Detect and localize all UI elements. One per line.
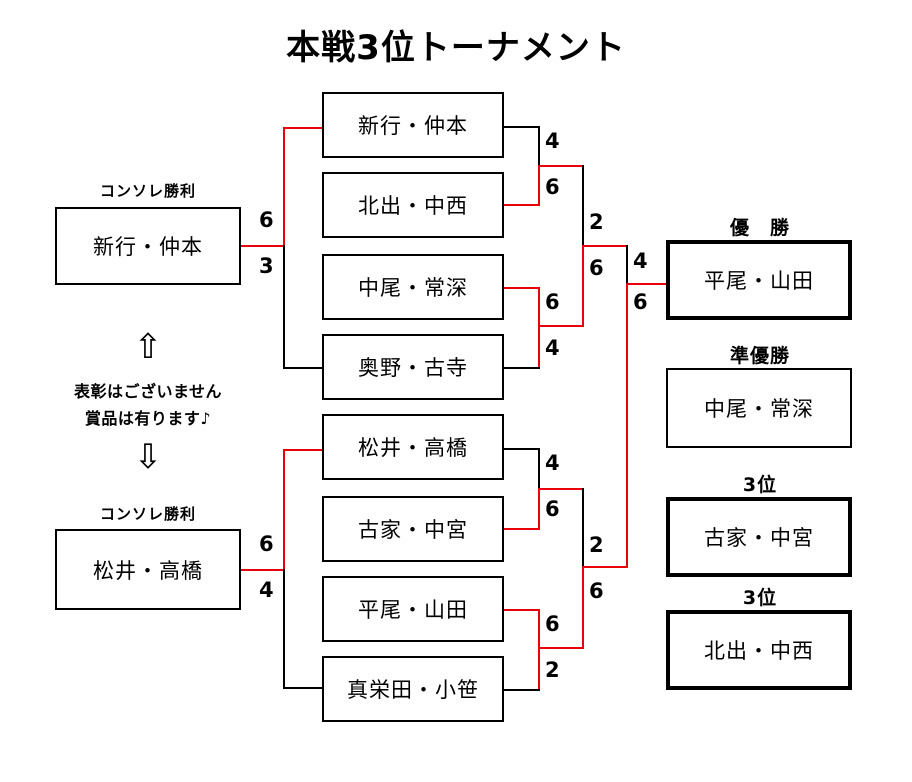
connector-consolation-top-to-r1a — [283, 127, 323, 129]
round1-box-3[interactable]: 中尾・常深 — [322, 254, 504, 320]
result-caption-runner-up: 準優勝 — [729, 345, 790, 367]
semifinal-2-score-bottom: 6 — [589, 579, 604, 603]
consolation-bottom-caption: コンソレ勝利 — [99, 505, 196, 523]
consolation-top-score-win: 6 — [259, 208, 274, 232]
round1-team-7: 平尾・山田 — [358, 598, 468, 622]
round1-box-2[interactable]: 北出・中西 — [322, 172, 504, 238]
round1-score-5: 4 — [545, 451, 560, 475]
round1-team-5: 松井・高橋 — [358, 436, 468, 460]
connector-sf2-vert-bottom — [582, 566, 584, 649]
consolation-top-box[interactable]: 新行・仲本 — [55, 207, 241, 285]
result-team-champion: 平尾・山田 — [704, 269, 814, 293]
result-box-third-1[interactable]: 古家・中宮 — [666, 497, 852, 577]
connector-consolation-bottom-spine-up — [283, 449, 285, 571]
round1-team-4: 奥野・古寺 — [358, 356, 468, 380]
result-box-third-2[interactable]: 北出・中西 — [666, 610, 852, 690]
round1-score-2: 6 — [545, 175, 560, 199]
connector-final-vert-bottom — [626, 283, 628, 568]
round1-team-6: 古家・中宮 — [358, 518, 468, 542]
semifinal-1-score-bottom: 6 — [589, 256, 604, 280]
result-box-champion[interactable]: 平尾・山田 — [666, 240, 852, 320]
connector-qf3-vert-win — [538, 488, 540, 530]
consolation-top-score-lose: 3 — [259, 254, 274, 278]
result-caption-third-1: 3位 — [742, 474, 778, 496]
round1-score-3: 6 — [545, 290, 560, 314]
round1-team-3: 中尾・常深 — [358, 276, 468, 300]
final-score-top: 4 — [633, 249, 648, 273]
connector-r1-2-out — [504, 204, 540, 206]
consolation-bottom-score-win: 6 — [259, 532, 274, 556]
round1-box-8[interactable]: 真栄田・小笹 — [322, 656, 504, 722]
connector-consolation-bottom-stub — [241, 569, 285, 571]
connector-consolation-top-spine-down — [283, 245, 285, 369]
connector-consolation-bottom-to-r1e — [283, 449, 323, 451]
arrow-down-icon: ⇩ — [133, 437, 163, 477]
connector-sf1-to-final — [582, 245, 628, 247]
round1-score-4: 4 — [545, 336, 560, 360]
connector-qf1-vert-win — [538, 165, 540, 206]
page-title: 本戦3位トーナメント — [286, 28, 626, 68]
semifinal-1-score-top: 2 — [589, 210, 604, 234]
connector-consolation-bottom-spine-down — [283, 569, 285, 689]
note-line-2: 賞品は有ります♪ — [84, 409, 212, 428]
result-caption-champion: 優 勝 — [729, 217, 790, 239]
connector-sf1-vert-bottom — [582, 245, 584, 327]
round1-box-1[interactable]: 新行・仲本 — [322, 92, 504, 158]
arrow-up-icon: ⇧ — [133, 327, 163, 367]
round1-team-8: 真栄田・小笹 — [347, 678, 479, 702]
connector-qf1-to-sf1 — [538, 165, 584, 167]
connector-qf2-to-sf1 — [538, 325, 584, 327]
connector-final-to-champion — [626, 283, 670, 285]
round1-score-7: 6 — [545, 612, 560, 636]
round1-score-6: 6 — [545, 497, 560, 521]
semifinal-2-score-top: 2 — [589, 533, 604, 557]
connector-qf3-to-sf2 — [538, 488, 584, 490]
round1-score-1: 4 — [545, 129, 560, 153]
result-team-third-2: 北出・中西 — [704, 639, 814, 663]
connector-r1-3-out — [504, 287, 540, 289]
connector-consolation-bottom-to-r1h — [283, 687, 323, 689]
connector-sf1-vert-top — [582, 165, 584, 245]
connector-sf2-vert-top — [582, 488, 584, 568]
round1-box-7[interactable]: 平尾・山田 — [322, 576, 504, 642]
connector-r1-6-out — [504, 528, 540, 530]
consolation-bottom-box[interactable]: 松井・高橋 — [55, 529, 241, 610]
round1-box-6[interactable]: 古家・中宮 — [322, 496, 504, 562]
consolation-bottom-team: 松井・高橋 — [93, 558, 203, 583]
final-score-bottom: 6 — [633, 290, 648, 314]
result-box-runner-up[interactable]: 中尾・常深 — [666, 368, 852, 448]
result-team-third-1: 古家・中宮 — [704, 526, 814, 550]
connector-qf4-vert-win — [538, 609, 540, 689]
round1-box-5[interactable]: 松井・高橋 — [322, 414, 504, 480]
connector-r1-8-out — [504, 689, 540, 691]
connector-sf2-to-final — [582, 566, 628, 568]
result-team-runner-up: 中尾・常深 — [704, 397, 814, 421]
connector-final-vert-top — [626, 245, 628, 285]
round1-team-1: 新行・仲本 — [358, 114, 468, 138]
connector-r1-5-out — [504, 448, 540, 450]
round1-box-4[interactable]: 奥野・古寺 — [322, 334, 504, 400]
note-line-1: 表彰はございません — [73, 382, 223, 401]
round1-team-2: 北出・中西 — [358, 194, 468, 218]
round1-score-8: 2 — [545, 658, 560, 682]
consolation-top-caption: コンソレ勝利 — [99, 182, 196, 200]
connector-qf2-vert-win — [538, 287, 540, 367]
result-caption-third-2: 3位 — [742, 587, 778, 609]
connector-r1-7-out — [504, 609, 540, 611]
connector-r1-1-out — [504, 126, 540, 128]
connector-consolation-top-spine-up — [283, 127, 285, 247]
connector-qf4-to-sf2 — [538, 647, 584, 649]
connector-consolation-top-to-r1d — [283, 367, 323, 369]
connector-r1-4-out — [504, 367, 540, 369]
consolation-top-team: 新行・仲本 — [93, 235, 203, 259]
connector-consolation-top-stub — [241, 245, 285, 247]
consolation-bottom-score-lose: 4 — [259, 578, 274, 602]
